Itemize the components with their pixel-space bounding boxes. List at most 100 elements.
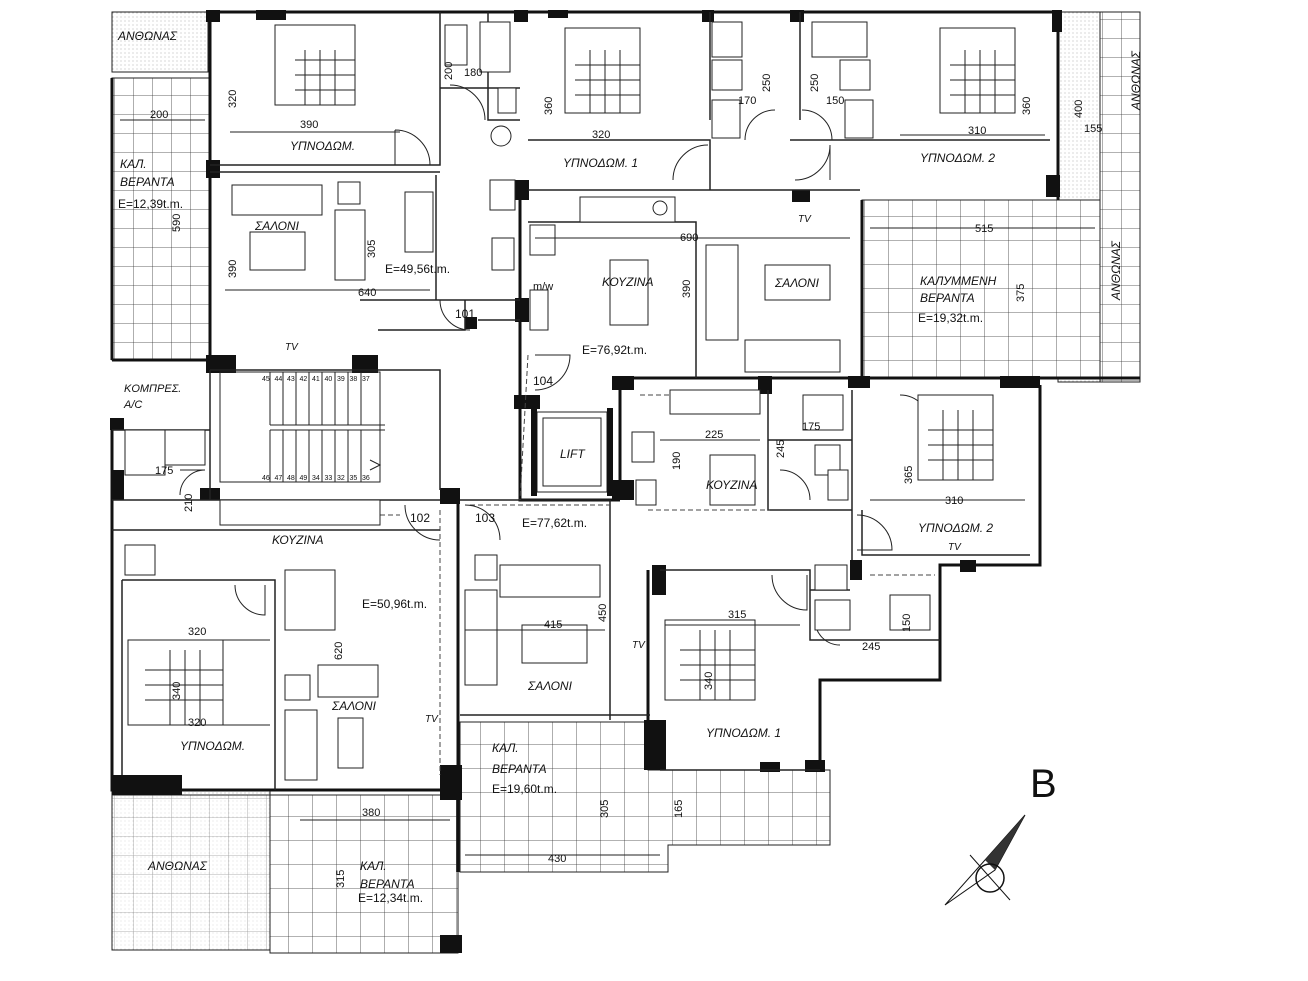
dim-text: 155 bbox=[1084, 123, 1102, 135]
stair-step-number: 44 bbox=[275, 376, 283, 383]
bedroom-103-2-label: ΥΠΝΟΔΩΜ. 2 bbox=[918, 521, 993, 535]
bedroom-103-1-label: ΥΠΝΟΔΩΜ. 1 bbox=[706, 726, 781, 740]
stair-step-number: 32 bbox=[337, 475, 345, 482]
dim-text: 250 bbox=[761, 74, 773, 92]
dim-text: 315 bbox=[335, 870, 347, 888]
dim-text: 210 bbox=[183, 494, 195, 512]
lift-label: LIFT bbox=[560, 447, 586, 461]
stair-step-number: 42 bbox=[300, 376, 308, 383]
garden-label-top-left: ΑΝΘΩΝΑΣ bbox=[117, 29, 178, 43]
dim-text: 400 bbox=[1073, 100, 1085, 118]
stair-step-number: 38 bbox=[350, 376, 358, 383]
flat-104-number: 104 bbox=[533, 374, 553, 388]
dim-text: 340 bbox=[171, 682, 183, 700]
garden-label-right: ΑΝΘΩΝΑΣ bbox=[1109, 240, 1123, 301]
dim-text: 320 bbox=[188, 626, 206, 638]
dim-text: 170 bbox=[738, 95, 756, 107]
block-letter: B bbox=[1030, 762, 1057, 806]
dim-text: 375 bbox=[1015, 284, 1027, 302]
veranda-104-label-1: КАЛУММЕNН bbox=[920, 274, 997, 288]
tv-label-2: TV bbox=[798, 214, 812, 225]
flat-101-number: 101 bbox=[455, 307, 475, 321]
dim-text: 360 bbox=[543, 97, 555, 115]
stair-step-number: 37 bbox=[362, 376, 370, 383]
flat-103-number: 103 bbox=[475, 511, 495, 525]
tv-label-4: TV bbox=[632, 640, 646, 651]
stair-step-number: 39 bbox=[337, 376, 345, 383]
verandas bbox=[111, 11, 1141, 954]
bedroom-102-label: ΥΠΝΟΔΩΜ. bbox=[180, 739, 245, 753]
living-103-label: ΣΑΛΟΝΙ bbox=[527, 679, 573, 693]
stair-step-number: 49 bbox=[300, 475, 308, 482]
lift-shaft bbox=[531, 408, 613, 496]
veranda-102-label-1: КАЛ. bbox=[360, 859, 387, 873]
dim-text: 450 bbox=[597, 604, 609, 622]
stair-step-number: 34 bbox=[312, 475, 320, 482]
dim-text: 320 bbox=[592, 129, 610, 141]
dim-text: 200 bbox=[443, 62, 455, 80]
stair-step-number: 43 bbox=[287, 376, 295, 383]
garden-label-bottom-left: ΑΝΘΩΝΑΣ bbox=[147, 859, 208, 873]
walls bbox=[110, 10, 1140, 953]
stair-step-number: 47 bbox=[275, 475, 283, 482]
mw-label: m/w bbox=[533, 281, 553, 293]
dim-text: 190 bbox=[671, 452, 683, 470]
dim-text: 690 bbox=[680, 232, 698, 244]
dim-text: 150 bbox=[826, 95, 844, 107]
dim-text: 200 bbox=[150, 109, 168, 121]
veranda-102-area: E=12,34t.m. bbox=[358, 891, 423, 905]
doors bbox=[130, 84, 931, 646]
dim-text: 305 bbox=[599, 800, 611, 818]
dim-text: 165 bbox=[673, 800, 685, 818]
flat-101-area: E=49,56t.m. bbox=[385, 262, 450, 276]
veranda-104-area: E=19,32t.m. bbox=[918, 311, 983, 325]
dim-text: 175 bbox=[802, 421, 820, 433]
dim-text: 380 bbox=[362, 807, 380, 819]
dim-text: 620 bbox=[333, 642, 345, 660]
dim-text: 430 bbox=[548, 853, 566, 865]
veranda-104-label-2: ВЕРАNТА bbox=[920, 291, 975, 305]
tv-label-5: TV bbox=[425, 714, 439, 725]
stair-step-number: 40 bbox=[325, 376, 333, 383]
room-labels: ΑΝΘΩΝΑΣ ΑΝΘΩΝΑΣ ΑΝΘΩΝΑΣ ΑΝΘΩΝΑΣ КАЛ. ВЕР… bbox=[117, 29, 1143, 905]
veranda-101-area: E=12,39t.m. bbox=[118, 197, 183, 211]
dim-text: 640 bbox=[358, 287, 376, 299]
dim-text: 310 bbox=[968, 125, 986, 137]
bedroom-104-1-label: ΥΠΝΟΔΩΜ. 1 bbox=[563, 156, 638, 170]
dim-text: 320 bbox=[188, 717, 206, 729]
living-101-label: ΣΑΛΟΝΙ bbox=[254, 219, 300, 233]
bedroom-101-label: ΥΠΝΟΔΩΜ. bbox=[290, 139, 355, 153]
dim-text: 310 bbox=[945, 495, 963, 507]
tv-label-1: TV bbox=[285, 342, 299, 353]
kitchen-104-label: ΚΟΥΖΙΝΑ bbox=[602, 275, 653, 289]
dim-text: 225 bbox=[705, 429, 723, 441]
veranda-101 bbox=[111, 77, 211, 361]
veranda-104 bbox=[861, 199, 1103, 379]
veranda-103-area: E=19,60t.m. bbox=[492, 782, 557, 796]
veranda-102-label-2: ВЕРАNТА bbox=[360, 877, 415, 891]
dim-text: 590 bbox=[171, 214, 183, 232]
dim-text: 150 bbox=[901, 614, 913, 632]
stair-step-number: 35 bbox=[350, 475, 358, 482]
stair-step-number: 33 bbox=[325, 475, 333, 482]
dim-text: 320 bbox=[227, 90, 239, 108]
dim-text: 175 bbox=[155, 465, 173, 477]
dim-text: 360 bbox=[1021, 97, 1033, 115]
veranda-103-label-2: ВЕРАNТА bbox=[492, 762, 547, 776]
stair-step-number: 41 bbox=[312, 376, 320, 383]
dim-text: 390 bbox=[681, 280, 693, 298]
flat-104-area: E=76,92t.m. bbox=[582, 343, 647, 357]
kitchen-103-label: ΚΟΥΖΙΝΑ bbox=[706, 478, 757, 492]
living-102-label: ΣΑΛΟΝΙ bbox=[331, 699, 377, 713]
dim-text: 390 bbox=[227, 260, 239, 278]
north-arrow-icon bbox=[944, 814, 1026, 906]
stair-step-number: 36 bbox=[362, 475, 370, 482]
dim-text: 415 bbox=[544, 619, 562, 631]
bedroom-104-2-label: ΥΠΝΟΔΩΜ. 2 bbox=[920, 151, 995, 165]
dimension-lines bbox=[120, 119, 1095, 856]
furniture bbox=[124, 21, 1016, 781]
veranda-101-label: КАЛ. bbox=[120, 157, 147, 171]
kitchen-102-label: ΚΟΥΖΙΝΑ bbox=[272, 533, 323, 547]
